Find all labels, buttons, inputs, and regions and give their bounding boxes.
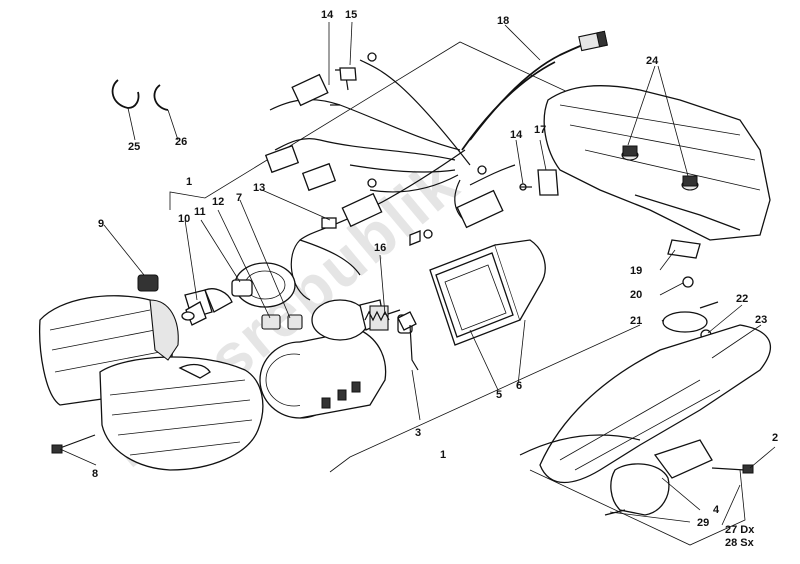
small-hardware — [330, 67, 559, 246]
wiring-harness — [264, 30, 608, 301]
callout-14-top: 14 — [321, 9, 334, 21]
leader-lines — [59, 21, 776, 546]
callout-16: 16 — [374, 242, 386, 254]
callout-24: 24 — [646, 55, 659, 67]
callout-26: 26 — [175, 136, 187, 148]
callout-28-sx: 28 Sx — [725, 537, 755, 549]
callout-1-top: 1 — [186, 176, 192, 188]
callout-25: 25 — [128, 141, 140, 153]
side-fairing — [539, 324, 772, 484]
group-outline-1 — [169, 41, 641, 473]
callout-5: 5 — [496, 389, 502, 401]
callout-29: 29 — [697, 517, 709, 529]
bolt-8 — [51, 434, 96, 454]
lens-frame — [429, 239, 546, 346]
callout-21: 21 — [630, 315, 642, 327]
turn-signal — [519, 434, 754, 516]
spring-clips — [111, 79, 169, 111]
callout-19: 19 — [630, 265, 642, 277]
callout-23: 23 — [755, 314, 767, 326]
callout-2: 2 — [772, 432, 778, 444]
callout-11: 11 — [194, 206, 206, 218]
callout-12: 12 — [212, 196, 224, 208]
harness-connector — [264, 52, 504, 229]
callout-10: 10 — [178, 213, 190, 225]
callout-1-bottom: 1 — [440, 449, 446, 461]
headlight-lamp-body — [259, 329, 387, 419]
callout-17: 17 — [534, 124, 546, 136]
bulb-10 — [181, 301, 207, 326]
callout-6: 6 — [516, 380, 522, 392]
callout-labels: 1 1 2 3 4 5 6 7 8 9 10 11 12 13 14 14 15… — [92, 9, 778, 549]
headlight-housing — [39, 295, 264, 471]
callout-14-mid: 14 — [510, 129, 523, 141]
callout-9: 9 — [98, 218, 104, 230]
headlight-bracket — [543, 85, 771, 241]
callout-20: 20 — [630, 289, 642, 301]
callout-8: 8 — [92, 468, 98, 480]
callout-13: 13 — [253, 182, 265, 194]
callout-15: 15 — [345, 9, 357, 21]
callout-27-dx: 27 Dx — [725, 524, 755, 536]
callout-4: 4 — [713, 504, 720, 516]
callout-3: 3 — [415, 427, 421, 439]
callout-7: 7 — [236, 192, 242, 204]
callout-22: 22 — [736, 293, 748, 305]
connector-9 — [137, 274, 159, 292]
bulb-3 — [397, 311, 419, 371]
callout-18: 18 — [497, 15, 509, 27]
